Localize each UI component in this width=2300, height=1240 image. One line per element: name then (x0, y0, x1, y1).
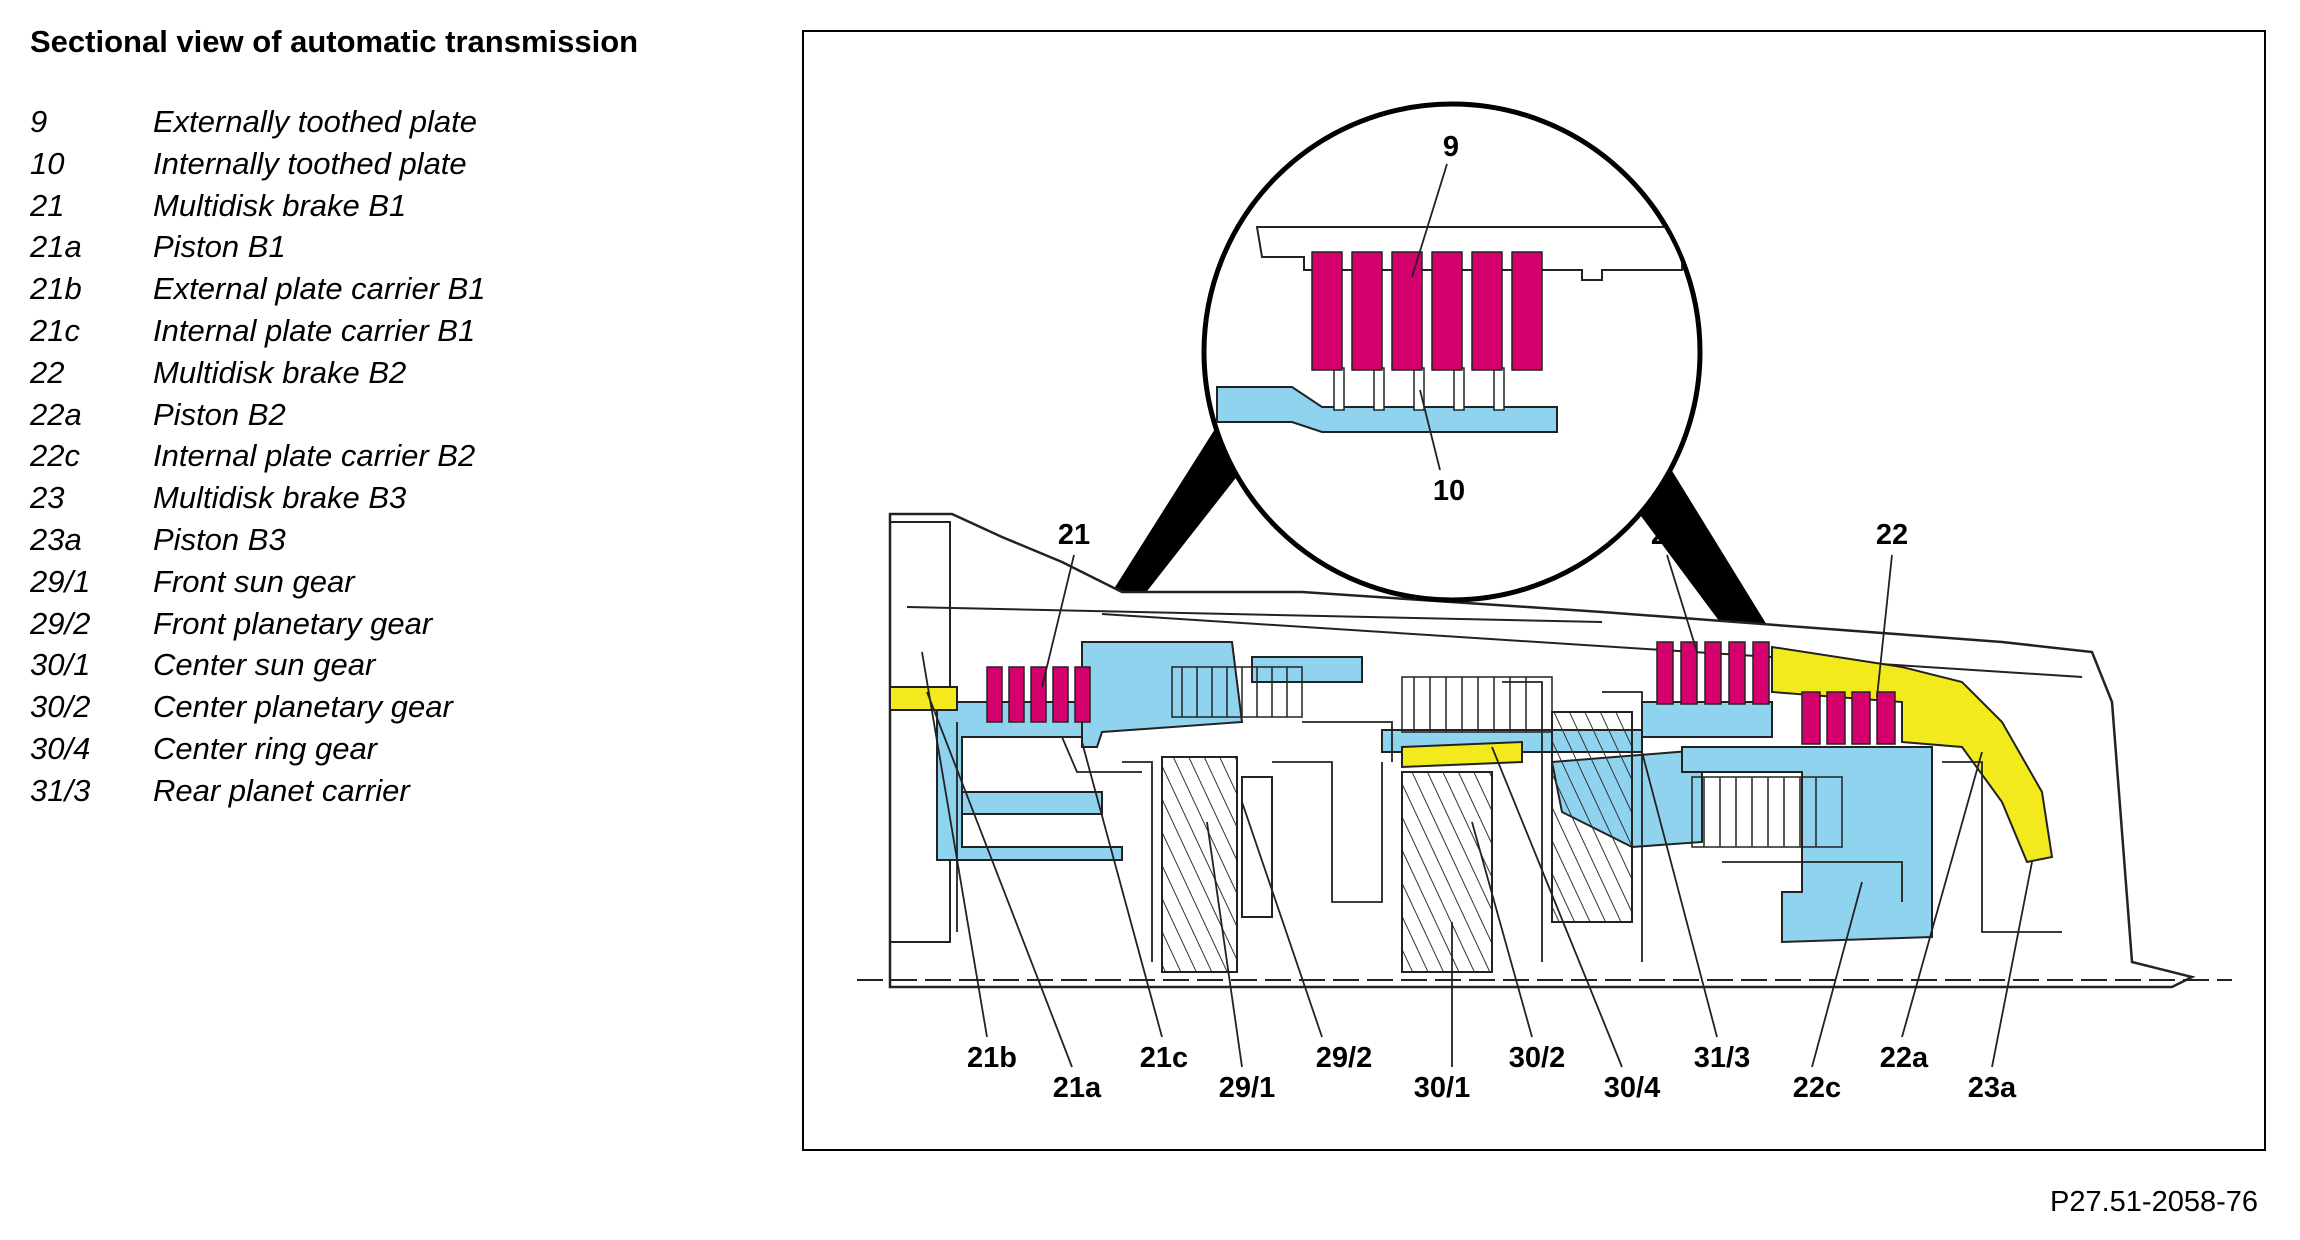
legend-description: Front sun gear (153, 563, 355, 599)
callout-23: 23 (1651, 519, 1683, 551)
page-title: Sectional view of automatic transmission (30, 24, 639, 59)
legend-item: 30/2 Center planetary gear (30, 689, 486, 731)
callout-21a: 21a (1053, 1072, 1102, 1104)
callout-22a: 22a (1880, 1042, 1929, 1074)
legend-number: 30/2 (30, 689, 91, 725)
legend-item: 22 Multidisk brake B2 (30, 355, 486, 397)
callout-30-2: 30/2 (1509, 1042, 1565, 1074)
legend-number: 30/4 (30, 730, 91, 766)
legend-number: 21b (30, 271, 82, 307)
center-planetary-gear (1551, 711, 1633, 923)
callout-29-2: 29/2 (1316, 1042, 1372, 1074)
legend-item: 22c Internal plate carrier B2 (30, 438, 486, 480)
legend-item: 21 Multidisk brake B1 (30, 188, 486, 230)
legend-number: 21c (30, 312, 80, 348)
legend-description: Front planetary gear (153, 605, 433, 641)
callout-22c: 22c (1793, 1072, 1841, 1104)
internal-plate-carrier-b1 (1081, 641, 1244, 748)
legend-item: 10 Internally toothed plate (30, 146, 486, 188)
legend-description: Piston B3 (153, 521, 286, 557)
legend-description: Center planetary gear (153, 689, 453, 725)
legend-item: 22a Piston B2 (30, 397, 486, 439)
housing-inner-line (1101, 613, 2083, 678)
magnified-external-plates (1311, 251, 1543, 371)
plate-pack-b2 (1801, 691, 1896, 745)
legend-number: 10 (30, 145, 65, 181)
legend-description: External plate carrier B1 (153, 271, 486, 307)
legend-description: Internal plate carrier B1 (153, 312, 476, 348)
callout-31-3: 31/3 (1694, 1042, 1750, 1074)
legend-item: 30/1 Center sun gear (30, 647, 486, 689)
legend-description: Piston B2 (153, 396, 286, 432)
legend-description: Center sun gear (153, 647, 376, 683)
legend-item: 23 Multidisk brake B3 (30, 480, 486, 522)
callout-9: 9 (1443, 131, 1459, 163)
legend-list: 9 Externally toothed plate 10 Internally t… (30, 104, 486, 815)
legend-item: 23a Piston B3 (30, 522, 486, 564)
legend-description: Multidisk brake B3 (153, 480, 407, 516)
plate-pack-b1 (986, 666, 1091, 723)
diagram-frame: 9 10 21 23 22 21b 21a 21c 29/1 29/2 30/1… (802, 30, 2266, 1151)
callout-30-1: 30/1 (1414, 1072, 1470, 1104)
transmission-section-diagram: 9 10 21 23 22 21b 21a 21c 29/1 29/2 30/1… (857, 101, 2232, 1104)
legend-description: Multidisk brake B1 (153, 187, 407, 223)
piston-b1-housing (961, 791, 1103, 815)
callout-21: 21 (1058, 519, 1090, 551)
leader-line-10 (1419, 389, 1441, 471)
legend-number: 21 (30, 187, 65, 223)
mechanism-lines (956, 681, 2062, 962)
legend-number: 9 (30, 104, 48, 139)
legend-number: 23 (30, 480, 65, 516)
legend-item: 21a Piston B1 (30, 229, 486, 271)
clutch-stacks (1171, 666, 1843, 848)
callout-10: 10 (1433, 475, 1465, 507)
callout-30-4: 30/4 (1604, 1072, 1660, 1104)
legend-item: 30/4 Center ring gear (30, 731, 486, 773)
callout-22: 22 (1876, 519, 1908, 551)
legend-description: Piston B1 (153, 229, 286, 265)
legend-item: 21b External plate carrier B1 (30, 271, 486, 313)
legend-item: 29/2 Front planetary gear (30, 606, 486, 648)
front-carrier (1251, 656, 1363, 683)
legend-description: Rear planet carrier (153, 772, 410, 808)
figure-reference: P27.51-2058-76 (2050, 1186, 2258, 1218)
legend-description: Externally toothed plate (153, 104, 477, 139)
legend-number: 30/1 (30, 647, 91, 683)
legend-item: 9 Externally toothed plate (30, 104, 486, 146)
callout-29-1: 29/1 (1219, 1072, 1275, 1104)
callout-21b: 21b (967, 1042, 1017, 1074)
legend-number: 29/1 (30, 563, 91, 599)
legend-number: 22c (30, 438, 80, 474)
piston-b2 (1401, 740, 1523, 769)
plate-pack-b3 (1656, 641, 1770, 705)
legend-number: 22a (30, 396, 82, 432)
piston-b1 (889, 686, 958, 711)
leader-line-9 (1411, 163, 1448, 278)
legend-number: 23a (30, 521, 82, 557)
b3-carrier (1641, 701, 1773, 738)
legend-description: Center ring gear (153, 730, 378, 766)
callout-23a: 23a (1968, 1072, 2017, 1104)
center-sun-gear (1401, 771, 1493, 973)
legend-number: 22 (30, 354, 65, 390)
housing-inner-line (906, 606, 1603, 623)
legend-number: 31/3 (30, 772, 91, 808)
piston-b3 (1771, 645, 2054, 864)
callout-21c: 21c (1140, 1042, 1188, 1074)
front-planetary-gear (1161, 756, 1238, 973)
legend-description: Internally toothed plate (153, 145, 467, 181)
legend-item: 29/1 Front sun gear (30, 564, 486, 606)
magnified-inner-carrier (1216, 386, 1558, 433)
legend-description: Internal plate carrier B2 (153, 438, 476, 474)
legend-item: 21c Internal plate carrier B1 (30, 313, 486, 355)
legend-description: Multidisk brake B2 (153, 354, 407, 390)
legend-number: 21a (30, 229, 82, 265)
internal-plate-carrier-b2 (1681, 746, 1933, 944)
leader-lines (921, 554, 2033, 1068)
magnified-detail (1216, 226, 1683, 433)
legend-item: 31/3 Rear planet carrier (30, 773, 486, 815)
gears (1161, 711, 1633, 973)
legend-number: 29/2 (30, 605, 91, 641)
